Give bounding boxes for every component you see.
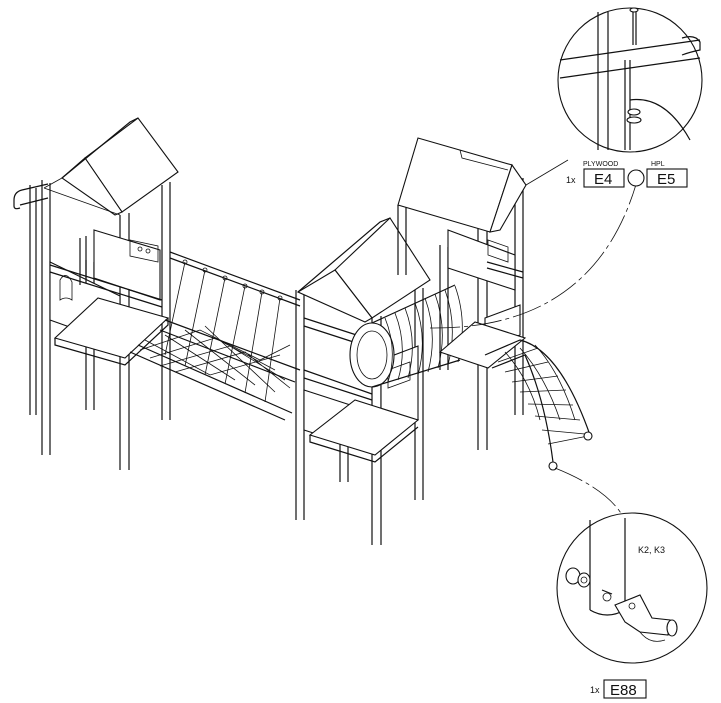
- fitting-label: K2, K3: [638, 545, 665, 555]
- top-parts-list: 1x PLYWOOD HPL E4 E5: [566, 161, 688, 188]
- bottom-detail-callout: [554, 467, 708, 664]
- top-quantity: 1x: [566, 175, 576, 185]
- bottom-parts-list: K2, K3 1x E88: [590, 545, 665, 699]
- or-circle-icon: [627, 169, 645, 187]
- part-e4-box: [583, 168, 625, 188]
- net-bridge: [129, 251, 301, 421]
- part-e88-box: [603, 679, 647, 699]
- middle-tower: [295, 217, 431, 545]
- top-detail-callout: [429, 7, 703, 329]
- part-e5-box: [646, 168, 688, 188]
- hpl-label: HPL: [651, 161, 665, 168]
- right-tower: [397, 137, 527, 450]
- part-e4-code: E4: [594, 171, 612, 188]
- bottom-quantity: 1x: [590, 685, 600, 695]
- bottom-detail-circle: [556, 512, 708, 664]
- arch-ladder: [484, 339, 593, 471]
- tube-tunnel: [349, 284, 463, 388]
- plywood-label: PLYWOOD: [583, 161, 618, 168]
- part-e5-code: E5: [657, 171, 675, 188]
- part-e88-code: E88: [610, 682, 637, 699]
- left-tower: [13, 117, 179, 470]
